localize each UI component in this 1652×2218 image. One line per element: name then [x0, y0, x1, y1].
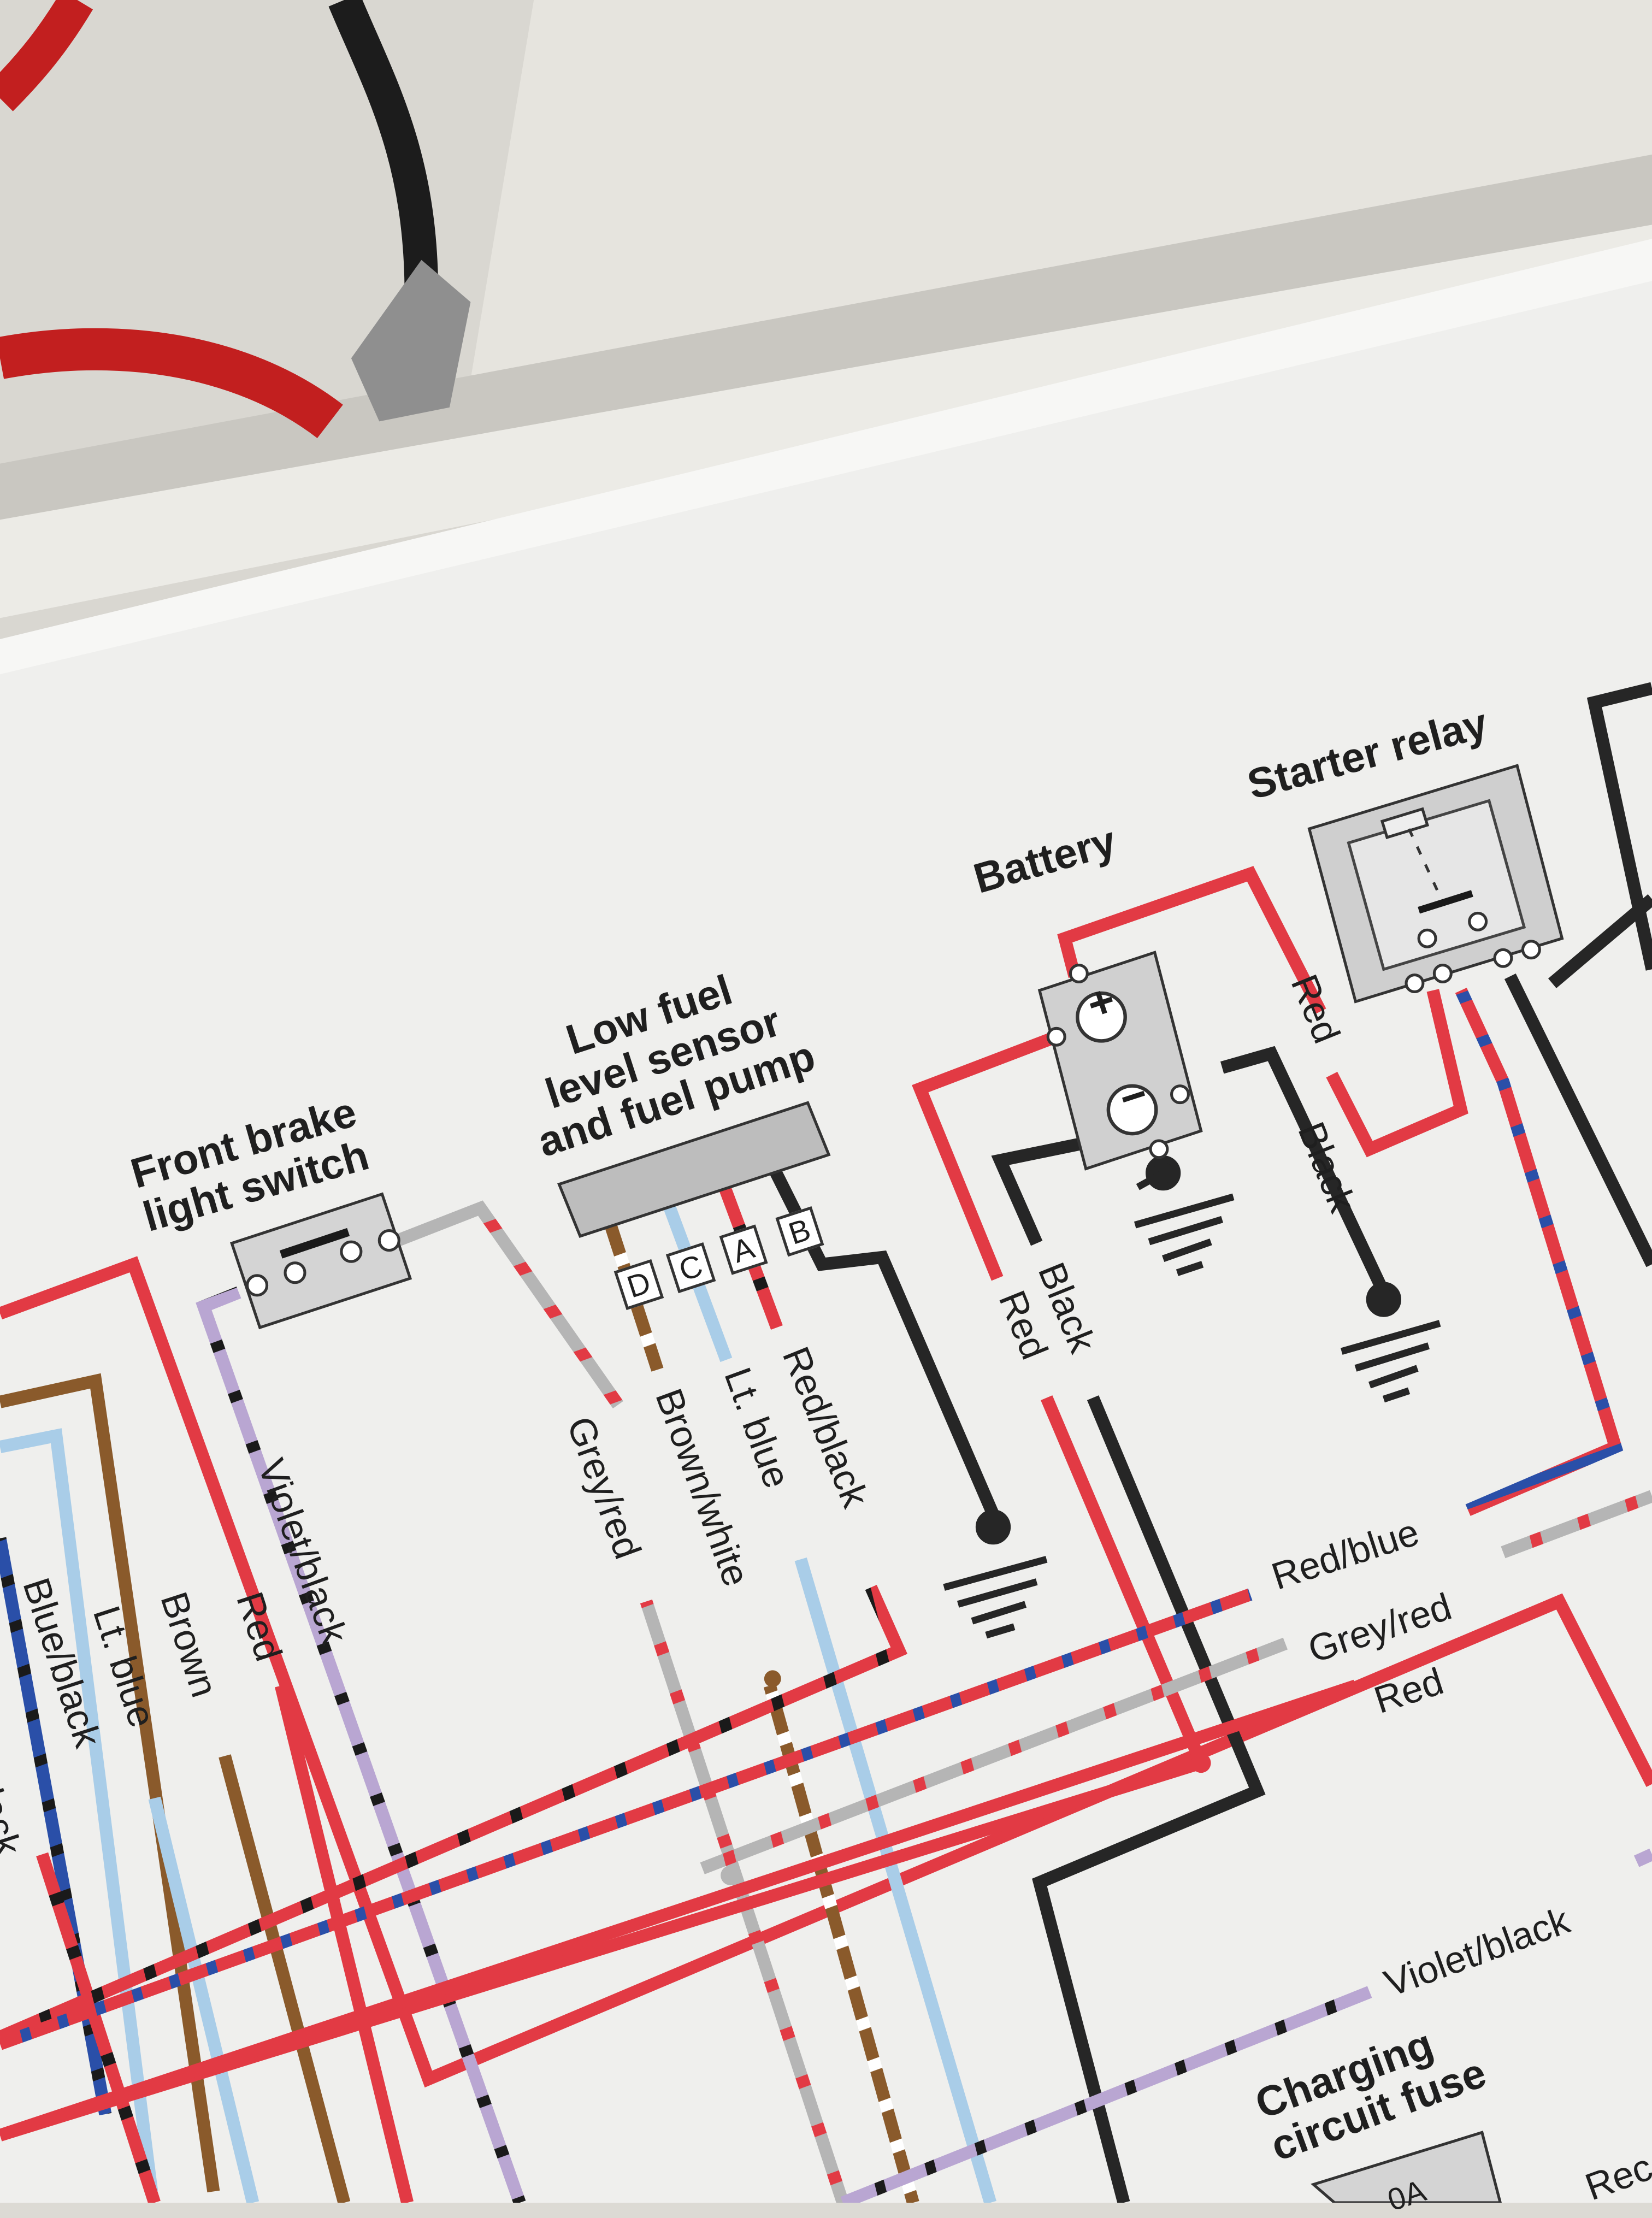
wire-lt-blue-down — [794, 1558, 996, 2203]
ground-symbol-battery — [1134, 1155, 1235, 1276]
wire-grey-red-right — [1501, 1490, 1652, 1559]
starter-relay-symbol — [1307, 764, 1564, 1004]
wire-red-batt-top — [1057, 866, 1326, 1014]
wire-black-main — [1032, 1395, 1266, 2203]
wire-red-relay — [1326, 989, 1468, 1158]
wire-red-black-down — [0, 1585, 908, 2043]
ground-symbol-fuel — [943, 1509, 1048, 1639]
black-cable — [328, 0, 439, 296]
wire-red-black-left — [36, 1852, 161, 2203]
battery-symbol — [1037, 951, 1203, 1171]
wire-black-relay — [1504, 974, 1652, 1267]
wire-red-left — [0, 1256, 1652, 2088]
wire-violet-black-left — [196, 1286, 526, 2203]
wire-grey-red-switch — [388, 1200, 623, 1409]
fuel-pump-symbol — [557, 1101, 831, 1238]
wire-brown-left — [0, 1373, 220, 2193]
wire-black-batt-neg — [1220, 1046, 1390, 1295]
wire-black-top — [1586, 682, 1652, 971]
front-brake-switch-symbol — [230, 1192, 412, 1330]
wire-violet-black-h — [840, 1986, 1372, 2203]
ground-symbol-right — [1340, 1282, 1441, 1403]
wire-brown-lower — [219, 1754, 351, 2203]
wire-brown-white-down — [763, 1684, 919, 2203]
wire-red-h — [0, 1679, 1358, 2142]
red-cable — [0, 328, 343, 439]
wire-red-lower — [275, 1684, 414, 2203]
wire-red-blue-relay — [1455, 988, 1624, 1516]
wire-grey-red-h — [700, 1637, 1288, 1874]
wire-ltblue-lower — [148, 1796, 259, 2203]
wire-red-blue-h — [0, 1588, 1253, 2050]
wire-lt-blue-left — [0, 1428, 158, 2192]
wire-black-batt-left — [991, 1131, 1111, 1246]
splice-dots — [721, 1670, 1211, 1885]
wire-violet-right — [1633, 1848, 1652, 1867]
wire-red-batt-left — [912, 1030, 1059, 1281]
